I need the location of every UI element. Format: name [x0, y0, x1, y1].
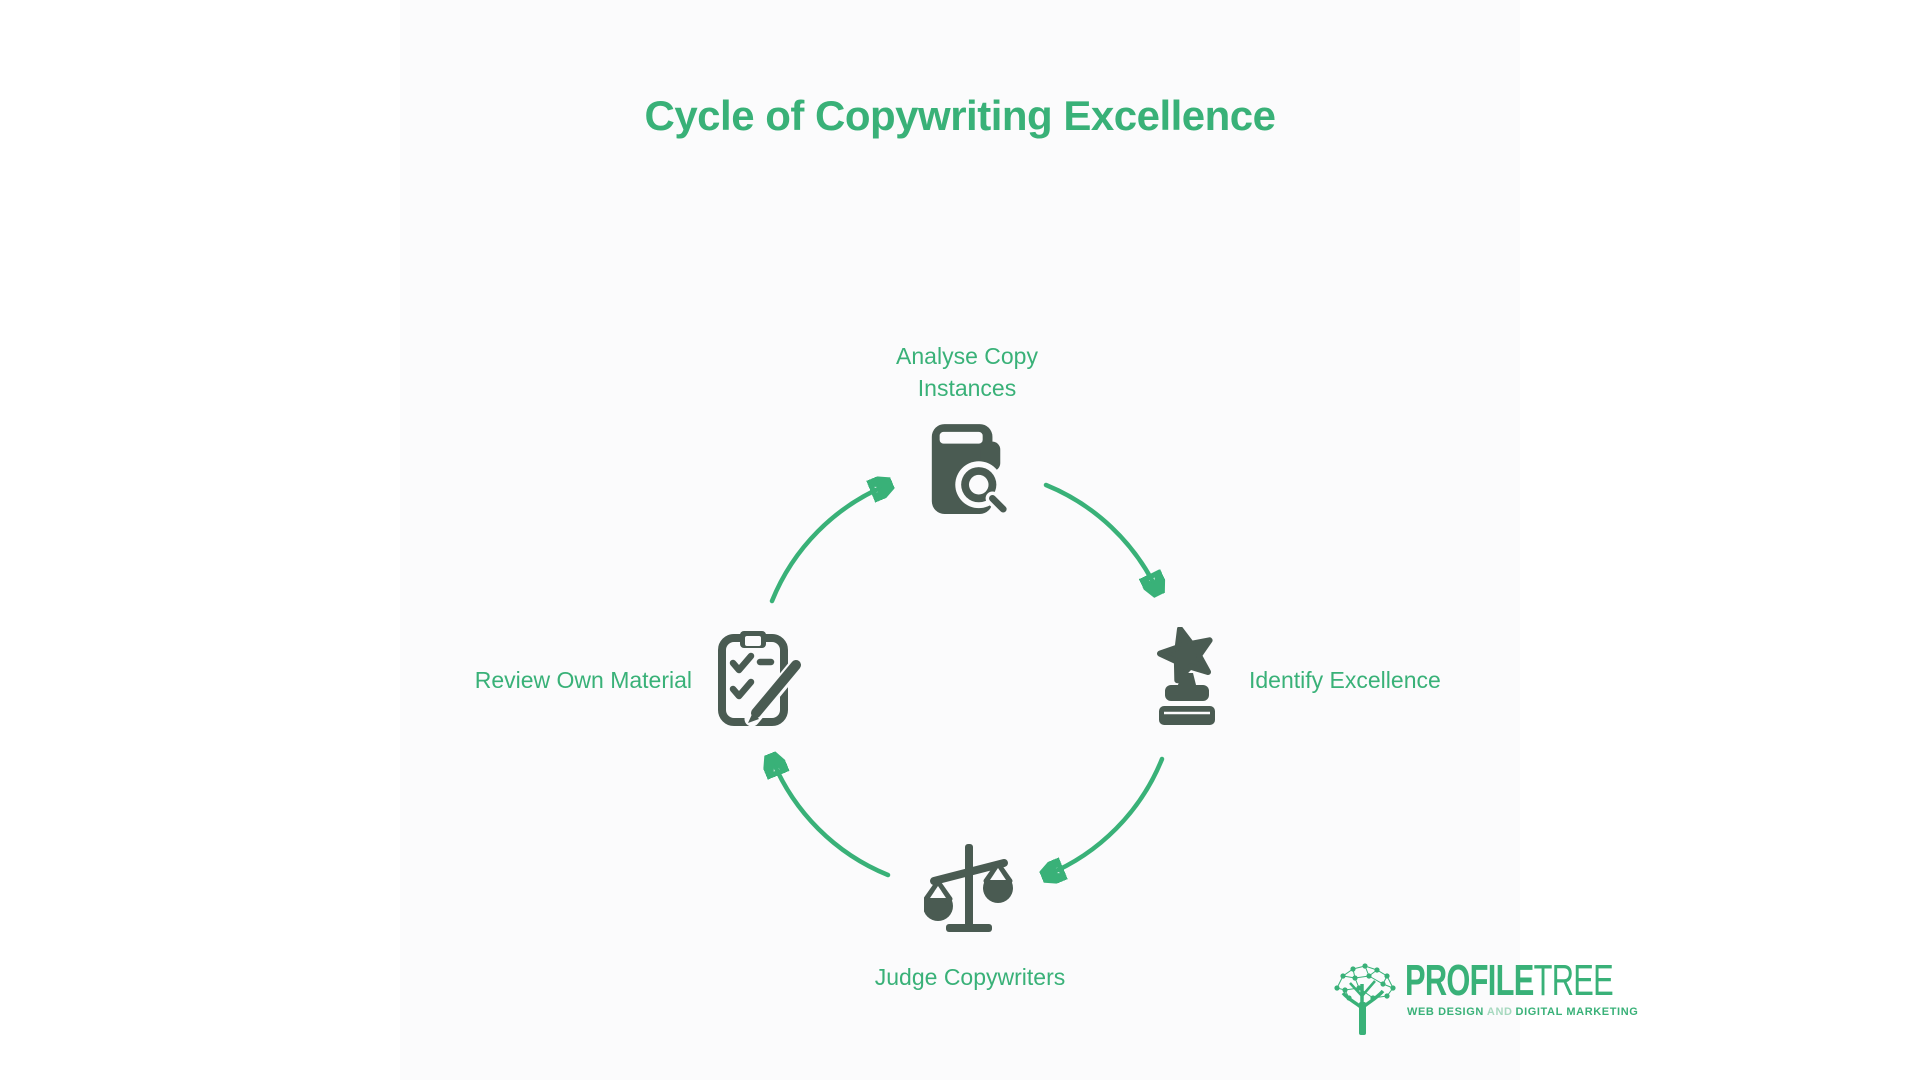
brand-name-light: TREE	[1533, 956, 1614, 1005]
scales-icon	[924, 844, 1013, 932]
label-analyse-copy-instances: Analyse Copy Instances	[817, 340, 1117, 404]
label-analyse-line2: Instances	[917, 375, 1017, 401]
label-analyse-line1: Analyse Copy	[896, 343, 1038, 369]
brand-name: PROFILETREE	[1405, 956, 1614, 1005]
profiletree-tree-icon	[1334, 963, 1396, 1035]
tagline-and: AND	[1486, 1006, 1513, 1018]
arrow-judge-to-review	[772, 759, 891, 878]
arrow-identify-to-judge	[1047, 756, 1165, 875]
brand-name-bold: PROFILE	[1405, 956, 1534, 1005]
clipboard-pen-icon	[718, 631, 804, 727]
book-search-icon	[931, 424, 1012, 518]
label-review-own-material: Review Own Material	[474, 667, 692, 693]
arrow-review-to-analyse	[769, 485, 887, 604]
star-trophy-icon	[1157, 627, 1215, 725]
tagline-part1: WEB DESIGN	[1407, 1006, 1484, 1018]
label-judge-copywriters: Judge Copywriters	[874, 964, 1066, 990]
arrow-analyse-to-identify	[1043, 482, 1157, 590]
label-identify-excellence: Identify Excellence	[1249, 667, 1441, 693]
infographic-canvas: Cycle of Copywriting Excellence Analyse …	[400, 0, 1638, 1080]
tagline-part2: DIGITAL MARKETING	[1515, 1006, 1639, 1018]
cycle-arrows	[400, 0, 1520, 1080]
page-title: Cycle of Copywriting Excellence	[644, 92, 1276, 139]
